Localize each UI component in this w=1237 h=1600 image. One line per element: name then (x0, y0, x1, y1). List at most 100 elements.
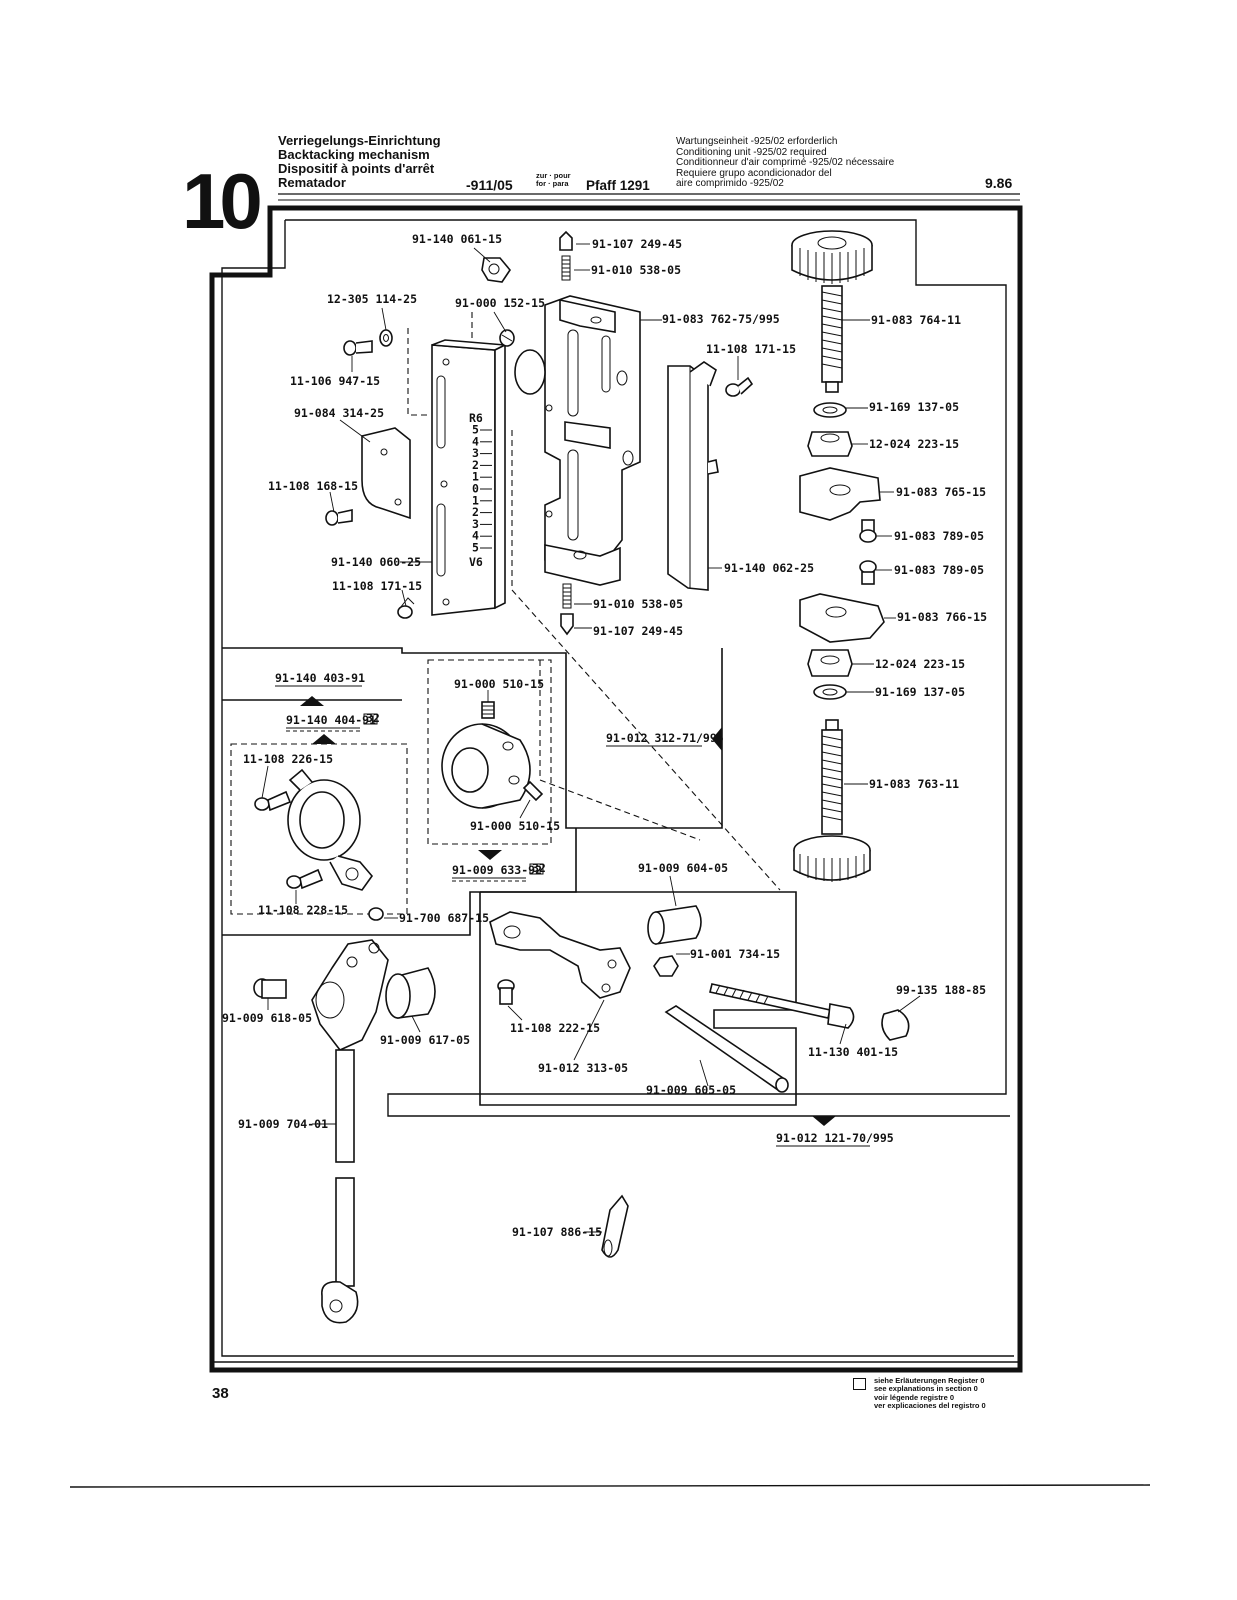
part-label: 91-083 763-11 (869, 777, 959, 791)
part-label: 91-083 766-15 (897, 610, 987, 624)
part-label: 12-024 223-15 (875, 657, 965, 671)
scale-digit: 0 (472, 482, 479, 496)
scale-bottom: V6 (469, 555, 483, 569)
bracket-plate (361, 427, 411, 520)
part-label: 91-010 538-05 (591, 263, 681, 277)
section-ref: 32 (366, 711, 380, 725)
screw-11-108-226 (254, 790, 292, 812)
scale-digit: 2 (472, 505, 479, 519)
part-label: 91-012 313-05 (538, 1061, 628, 1075)
part-label: 91-083 764-11 (871, 313, 961, 327)
part-label: 91-083 789-05 (894, 563, 984, 577)
collar (441, 723, 531, 809)
scale-digit: 5 (472, 541, 479, 555)
part-label: 91-000 152-15 (455, 296, 545, 310)
setscrew-collar-side (522, 780, 544, 802)
legend-line: ver explicaciones del registro 0 (874, 1400, 986, 1410)
scale-digit: 3 (472, 517, 479, 531)
part-label: 91-083 762-75/995 (662, 312, 780, 326)
part-label: 11-108 171-15 (332, 579, 422, 593)
part-label: 91-084 314-25 (294, 406, 384, 420)
legend-line: see explanations in section 0 (874, 1384, 978, 1394)
screw-11-108-171-left (397, 597, 415, 619)
section-number: 10 (182, 157, 263, 245)
part-label: 99-135 188-85 (896, 983, 986, 997)
part-label: 91-000 510-15 (470, 819, 560, 833)
adjusting-knob-top (791, 230, 873, 393)
scale-digit: 3 (472, 446, 479, 460)
spring-91-107-886 (601, 1194, 629, 1258)
title-en: Backtacking mechanism (278, 147, 430, 162)
screw-11-106-947 (343, 340, 373, 356)
setscrew-collar-top (481, 701, 495, 719)
assembly-box-lower (479, 891, 797, 1106)
part-label: 11-108 222-15 (510, 1021, 600, 1035)
part-label: 12-024 223-15 (869, 437, 959, 451)
screw-11-108-228 (286, 868, 324, 890)
part-label: 91-140 062-25 (724, 561, 814, 575)
scale-digit: 1 (472, 493, 479, 507)
part-label: 91-083 789-05 (894, 529, 984, 543)
part-label: 91-010 538-05 (593, 597, 683, 611)
part-label: 12-305 114-25 (327, 292, 417, 306)
note-line: Requiere grupo acondicionador del (676, 167, 832, 179)
pin-91-083-789-a (859, 519, 877, 543)
part-labels: 91-140 061-15 91-107 249-45 91-010 538-0… (222, 232, 987, 1239)
cap-99-135-188 (881, 1009, 910, 1041)
part-label: 91-009 604-05 (638, 861, 728, 875)
assembly-labels: 91-140 403-91 91-140 404-91 32 91-012 31… (275, 671, 894, 1147)
nut-top (807, 431, 853, 457)
clamp-ring (287, 768, 374, 891)
legend-box-icon (853, 1378, 866, 1390)
part-label: 91-001 734-15 (690, 947, 780, 961)
title-fr: Dispositif à points d'arrêt (278, 161, 435, 176)
part-label: 91-107 249-45 (592, 237, 682, 251)
note-line: aire comprimido -925/02 (676, 178, 784, 189)
part-label: 11-108 228-15 (258, 903, 348, 917)
part-label: 11-106 947-15 (290, 374, 380, 388)
part-label: 91-107 886-15 (512, 1225, 602, 1239)
scale-digit: 4 (472, 529, 479, 543)
scale-digit: 2 (472, 458, 479, 472)
assembly-label: 91-012 121-70/995 (776, 1131, 894, 1145)
assembly-label: 91-140 403-91 (275, 671, 365, 685)
title-es: Rematador (278, 175, 346, 190)
pin-91-083-789-b (859, 560, 877, 585)
for-label: zur · pour for · para (536, 171, 571, 188)
block-91-083-765 (799, 467, 881, 521)
part-label: 91-700 687-15 (399, 911, 489, 925)
edition-date: 9.86 (985, 175, 1013, 191)
part-label: 91-009 704-01 (238, 1117, 328, 1131)
screw-91-700-687 (368, 907, 384, 921)
part-label: 11-130 401-15 (808, 1045, 898, 1059)
screw-11-108-222 (497, 979, 515, 1005)
page-number: 38 (212, 1385, 229, 1402)
note-line: Wartungseinheit -925/02 erforderlich (676, 136, 838, 147)
shaft-91-009-605 (664, 1005, 789, 1093)
nut-91-001-734 (653, 955, 679, 977)
leader-lines (261, 243, 921, 1233)
part-label: 91-169 137-05 (869, 400, 959, 414)
part-label: 11-108 226-15 (243, 752, 333, 766)
screw-11-108-171-right (725, 376, 754, 397)
link-rod (321, 1177, 359, 1324)
machine-name: Pfaff 1291 (586, 178, 650, 193)
lever-arm (489, 911, 631, 999)
screw-11-108-168 (325, 509, 353, 526)
washer-top (813, 402, 847, 418)
part-label: 91-009 618-05 (222, 1011, 312, 1025)
outer-frame (209, 205, 1023, 1373)
pin-91-107-249-top (559, 230, 573, 281)
bushing-91-009-617 (385, 967, 436, 1019)
part-label: 11-108 171-15 (706, 342, 796, 356)
part-label: 11-108 168-15 (268, 479, 358, 493)
part-label: 91-009 617-05 (380, 1033, 470, 1047)
section-ref: 32 (532, 861, 546, 875)
part-label: 91-000 510-15 (454, 677, 544, 691)
assembly-label: 91-009 633-92 (452, 863, 542, 877)
legend-line: voir légende registre 0 (874, 1392, 955, 1402)
pin-91-107-249-bottom (560, 583, 574, 636)
assembly-box-left (222, 647, 723, 829)
